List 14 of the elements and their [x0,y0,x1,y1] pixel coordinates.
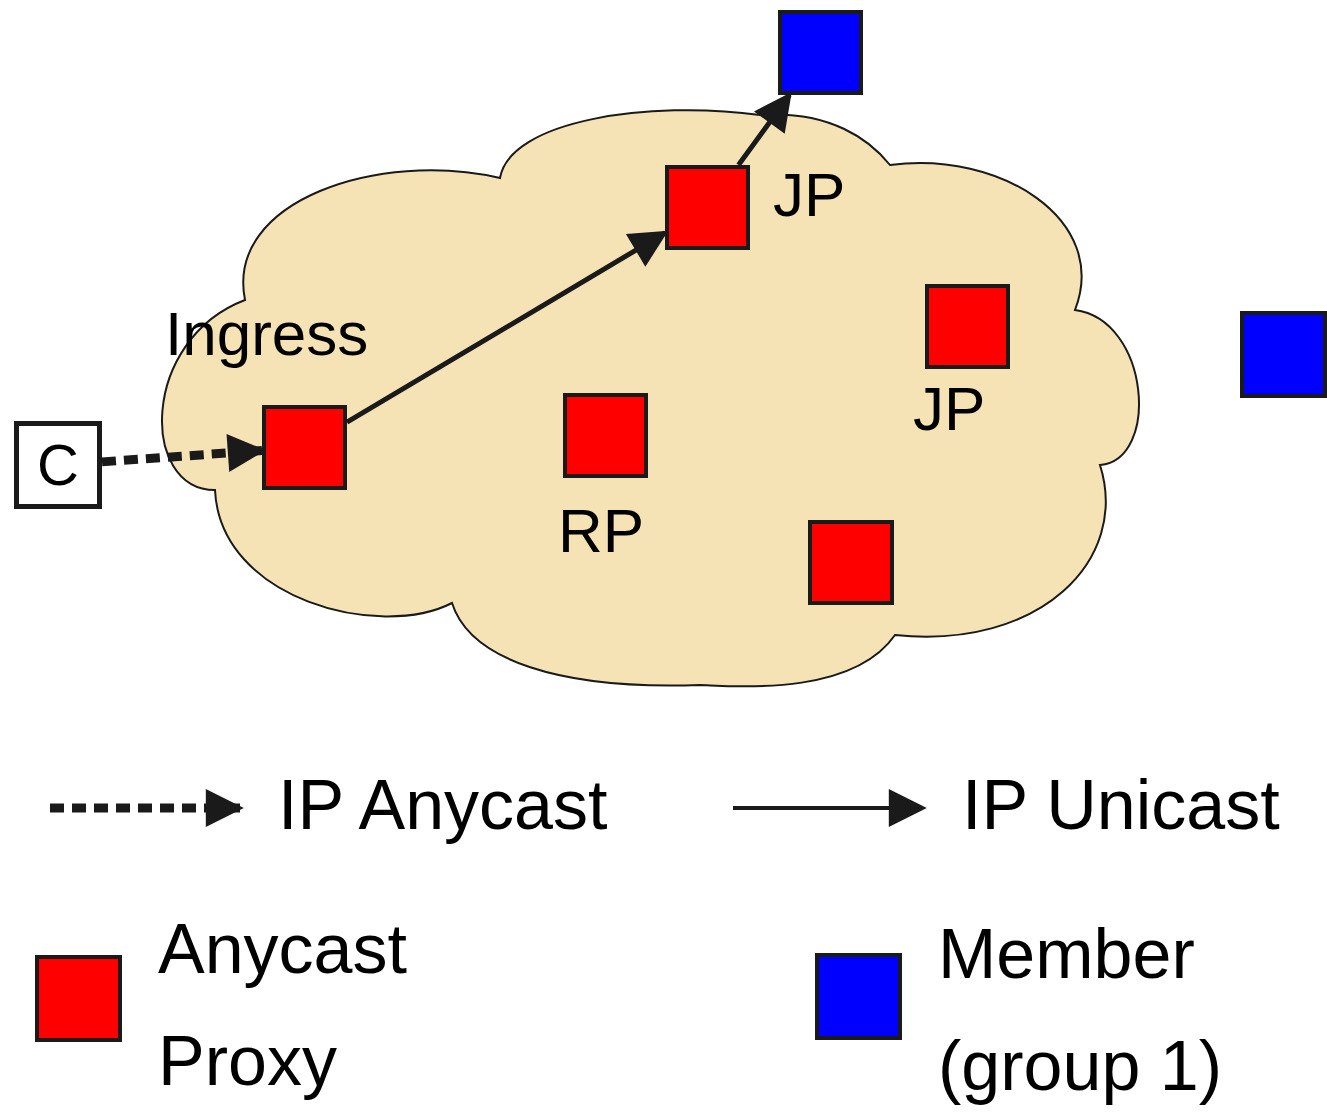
legend-text: Member (group 1) [938,914,1224,1107]
legend-text: IP Unicast [962,770,1280,840]
client-box: C [14,421,102,509]
proxy-square [925,284,1010,369]
member-square [778,10,863,95]
proxy-square [563,393,648,478]
node-caption: JP [913,378,986,440]
proxy-square [665,165,750,250]
legend-text: Anycast Proxy [158,909,408,1102]
proxy-square [262,405,347,490]
proxy-square [808,520,894,605]
member-square [1240,311,1327,398]
node-caption: RP [558,500,645,562]
node-caption: JP [773,164,846,226]
